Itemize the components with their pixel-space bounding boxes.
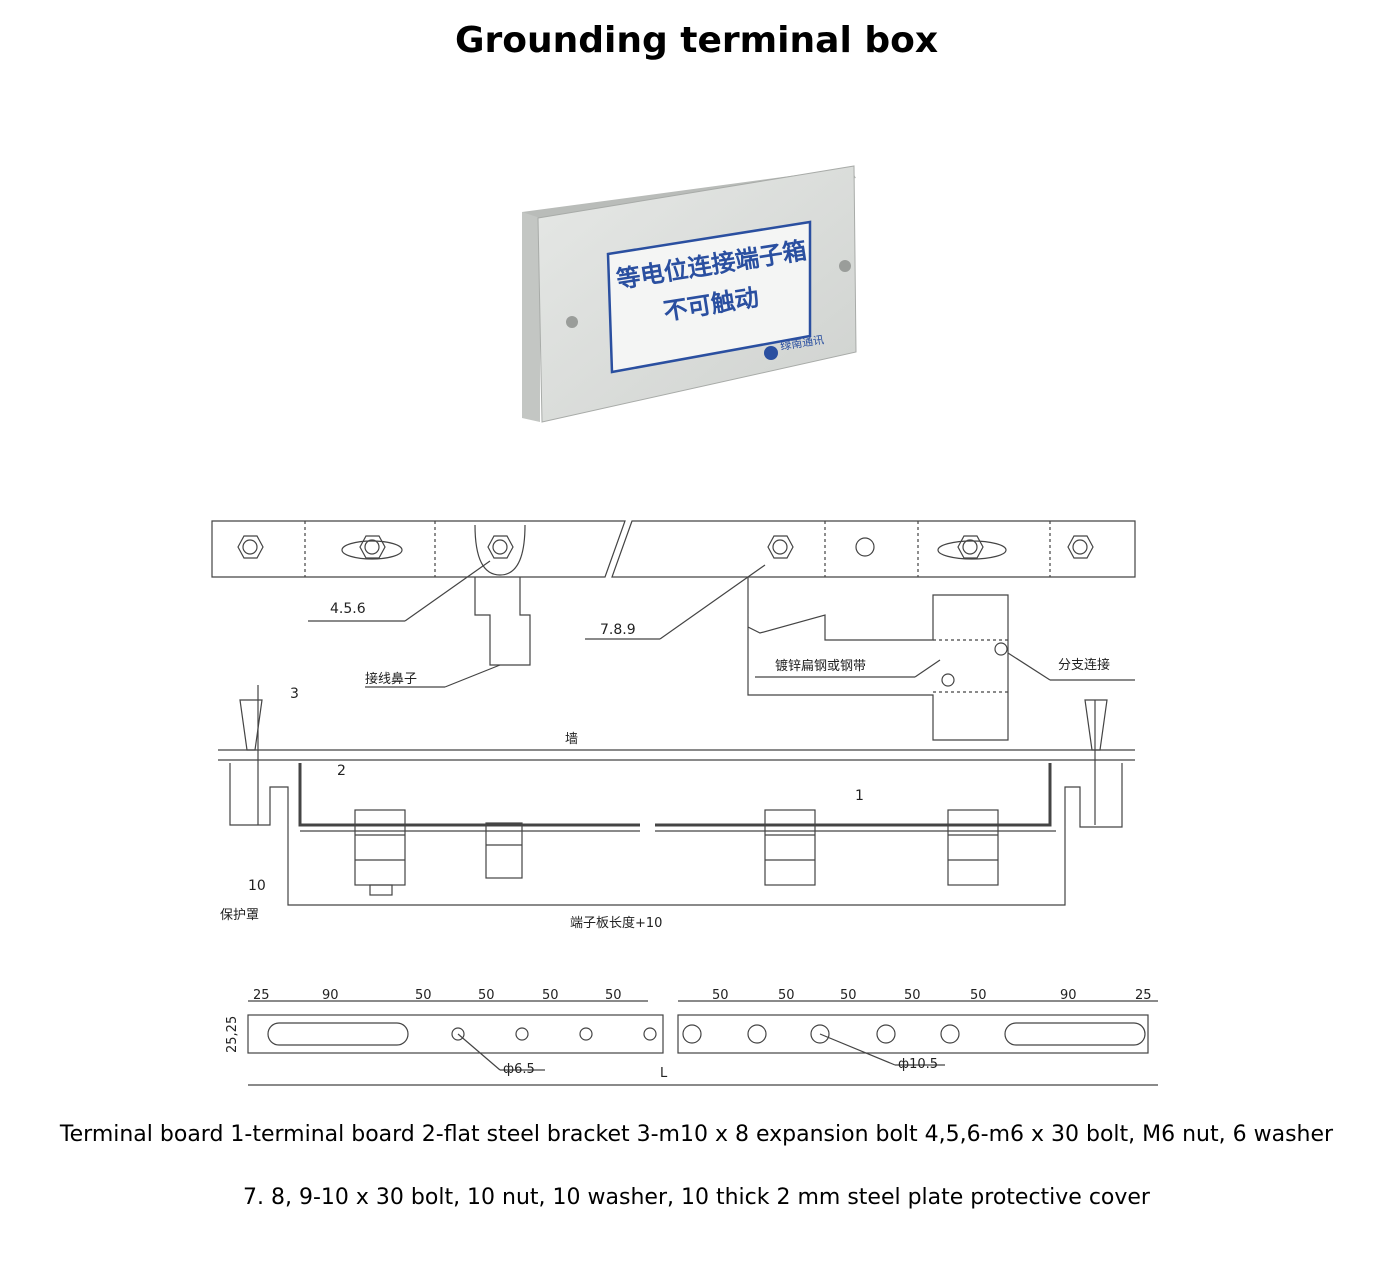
dim-right-2: 50 <box>778 988 795 1003</box>
label-cover: 保护罩 <box>220 908 259 923</box>
technical-drawing: 4.5.6 7.8.9 3 2 1 10 接线鼻子 镀锌扁钢或钢带 分支连接 墙… <box>211 520 1158 1086</box>
strip-plan-left <box>211 520 626 578</box>
dim-left-6: 50 <box>605 988 622 1003</box>
bolt-stack <box>485 822 523 879</box>
bolt-stack <box>354 809 406 896</box>
dim-right-7: 25 <box>1135 988 1152 1003</box>
hex-nut <box>341 535 403 560</box>
dim-right-5: 50 <box>970 988 987 1003</box>
terminal-box-photo: 等电位连接端子箱 不可触动 绿南通讯 <box>522 165 857 423</box>
flat-steel-bracket <box>298 763 640 827</box>
screw-left <box>566 316 578 328</box>
label-branch: 分支连接 <box>1058 657 1110 673</box>
hex-nut <box>767 535 794 559</box>
dim-hole-large: ф10.5 <box>898 1057 938 1072</box>
strip-plan-right <box>611 520 1136 578</box>
protective-cover <box>229 763 1123 906</box>
dim-left-1: 25 <box>253 988 270 1003</box>
callout-789: 7.8.9 <box>600 622 636 638</box>
bolt-stack <box>764 809 816 886</box>
hex-nut <box>237 535 264 559</box>
dim-right-3: 50 <box>840 988 857 1003</box>
callout-3: 3 <box>290 686 299 702</box>
dim-left-4: 50 <box>478 988 495 1003</box>
terminal-board-left <box>247 1014 664 1054</box>
dim-hole-small: ф6.5 <box>503 1062 535 1077</box>
hex-nut <box>1067 535 1094 559</box>
brand-name: 绿南通讯 <box>779 332 825 353</box>
expansion-bolt <box>239 699 263 751</box>
callout-456: 4.5.6 <box>330 601 366 617</box>
dim-left-2: 90 <box>322 988 339 1003</box>
terminal-board-right <box>677 1014 1149 1054</box>
sign-panel <box>606 220 812 374</box>
dim-left-5: 50 <box>542 988 559 1003</box>
dim-right-6: 90 <box>1060 988 1077 1003</box>
hole <box>855 537 875 557</box>
label-galvanized: 镀锌扁钢或钢带 <box>775 658 866 674</box>
dim-right-1: 50 <box>712 988 729 1003</box>
callout-1: 1 <box>855 788 864 804</box>
page-title: Grounding terminal box <box>454 20 939 61</box>
label-lug: 接线鼻子 <box>365 671 417 687</box>
caption-line-1: Terminal board 1-terminal board 2-flat s… <box>59 1122 1334 1147</box>
hex-nut <box>937 535 1007 560</box>
cable-lug <box>474 577 531 666</box>
expansion-bolt <box>1084 699 1108 751</box>
label-wall: 墙 <box>565 732 578 747</box>
caption-line-2: 7. 8, 9-10 x 30 bolt, 10 nut, 10 washer,… <box>243 1185 1150 1210</box>
callout-10: 10 <box>248 878 266 894</box>
bolt-stack <box>947 809 999 886</box>
dim-length: L <box>660 1066 668 1081</box>
label-length: 端子板长度+10 <box>570 915 662 931</box>
dim-right-4: 50 <box>904 988 921 1003</box>
galvanized-strip <box>747 577 1009 741</box>
hex-nut <box>474 524 526 576</box>
callout-2: 2 <box>337 763 346 779</box>
dim-left-3: 50 <box>415 988 432 1003</box>
screw-right <box>839 260 851 272</box>
dim-side: 25,25 <box>225 1016 240 1053</box>
brand-logo-icon <box>764 346 778 360</box>
